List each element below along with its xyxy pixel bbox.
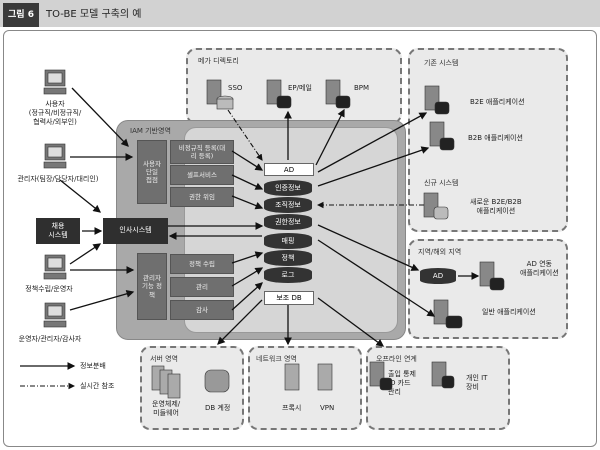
network-zone-title: 네트워크 영역 — [256, 355, 297, 363]
server-icon — [266, 79, 292, 109]
server-icons — [151, 79, 505, 399]
figure-header — [0, 0, 600, 27]
function-policy: 정책 수립 — [170, 254, 234, 274]
meta-directory-title: 메가 디렉토리 — [198, 57, 239, 65]
ad-linked-app-label: AD 연동 애플리케이션 — [520, 260, 559, 278]
proxy-label: 프록시 — [282, 404, 302, 412]
user-label-operator: 운영자/관리자/감사자 — [18, 335, 82, 343]
offline-zone — [366, 346, 510, 430]
hiring-system: 채용 시스템 — [36, 218, 80, 244]
server-icon — [423, 192, 449, 220]
computer-icon — [43, 302, 67, 328]
server-icon — [429, 121, 455, 151]
figure-title: TO-BE 모델 구축의 예 — [46, 9, 142, 20]
meta-directory-zone — [186, 48, 402, 124]
personal-it-label: 개인 IT 장비 — [466, 374, 488, 392]
offline-zone-title: 오프라인 연계 — [376, 355, 417, 363]
ad-box: AD — [264, 163, 314, 176]
b2e-label: B2E 애플리케이션 — [470, 98, 525, 106]
vpn-label: VPN — [320, 404, 335, 412]
server-zone — [140, 346, 244, 430]
regional-ad: AD — [420, 268, 456, 284]
function-temp-register: 비정규직 등록(대 리 등록) — [170, 140, 234, 164]
db-log: 로그 — [264, 267, 312, 283]
computer-icon — [43, 143, 67, 169]
computer-icon — [43, 254, 67, 280]
server-icon — [151, 365, 181, 399]
iam-title: IAM 기반영역 — [130, 127, 171, 135]
legend-solid-label: 정보분배 — [80, 362, 106, 370]
db-mapping: 매핑 — [264, 233, 312, 249]
function-audit: 감사 — [170, 300, 234, 320]
figure-label: 그림 6 — [3, 3, 39, 27]
network-zone — [248, 346, 362, 430]
aux-db-box: 보조 DB — [264, 291, 314, 305]
db-account-label: DB 계정 — [205, 404, 231, 412]
user-label-manager: 관리자(팀장/담당자/대리인) — [17, 175, 99, 183]
server-icon — [369, 361, 393, 391]
hr-system: 인사시스템 — [103, 218, 168, 244]
db-auth-info: 인증정보 — [264, 180, 312, 196]
server-icon — [431, 361, 455, 389]
server-zone-title: 서버 영역 — [150, 355, 178, 363]
function-manage: 관리 — [170, 277, 234, 297]
server-icon — [317, 363, 333, 391]
sso-entry-box: 사용자 단일 접점 — [137, 140, 167, 204]
sso-label: SSO — [228, 84, 243, 92]
os-middleware-label: 운영체제/ 미들웨어 — [152, 400, 181, 418]
db-permission-info: 권한정보 — [264, 214, 312, 230]
function-delegation: 권한 위임 — [170, 187, 234, 207]
new-systems-title: 신규 시스템 — [424, 179, 459, 187]
server-icon — [325, 79, 351, 109]
server-icon — [433, 299, 463, 329]
dashed-arrows — [227, 109, 424, 209]
server-icon — [206, 79, 234, 110]
legend-dashed-label: 실시간 참조 — [80, 382, 115, 390]
general-app-label: 일반 애플리케이션 — [482, 308, 536, 316]
solid-arrows — [59, 87, 480, 347]
user-label-staff: 사용자 (정규직/비정규직/ 협력사/외부인) — [28, 100, 82, 127]
bpm-label: BPM — [354, 84, 370, 92]
regional-title: 지역/해외 지역 — [418, 248, 462, 256]
server-icon — [284, 363, 300, 391]
server-icon — [424, 85, 450, 115]
computer-icons — [43, 69, 67, 328]
computer-icon — [43, 69, 67, 95]
existing-systems-title: 기존 시스템 — [424, 59, 459, 67]
user-label-policy: 정책수립/운영자 — [25, 285, 73, 293]
server-icon — [479, 261, 505, 291]
db-policy: 정책 — [264, 250, 312, 266]
db-org-info: 조직정보 — [264, 197, 312, 213]
b2b-label: B2B 애플리케이션 — [468, 134, 523, 142]
db-icon — [204, 369, 230, 393]
new-app-label: 새로운 B2E/B2B 애플리케이션 — [470, 198, 522, 216]
ep-mail-label: EP/메일 — [288, 84, 312, 92]
admin-policy-box: 관리자 기능 정 책 — [137, 253, 167, 320]
